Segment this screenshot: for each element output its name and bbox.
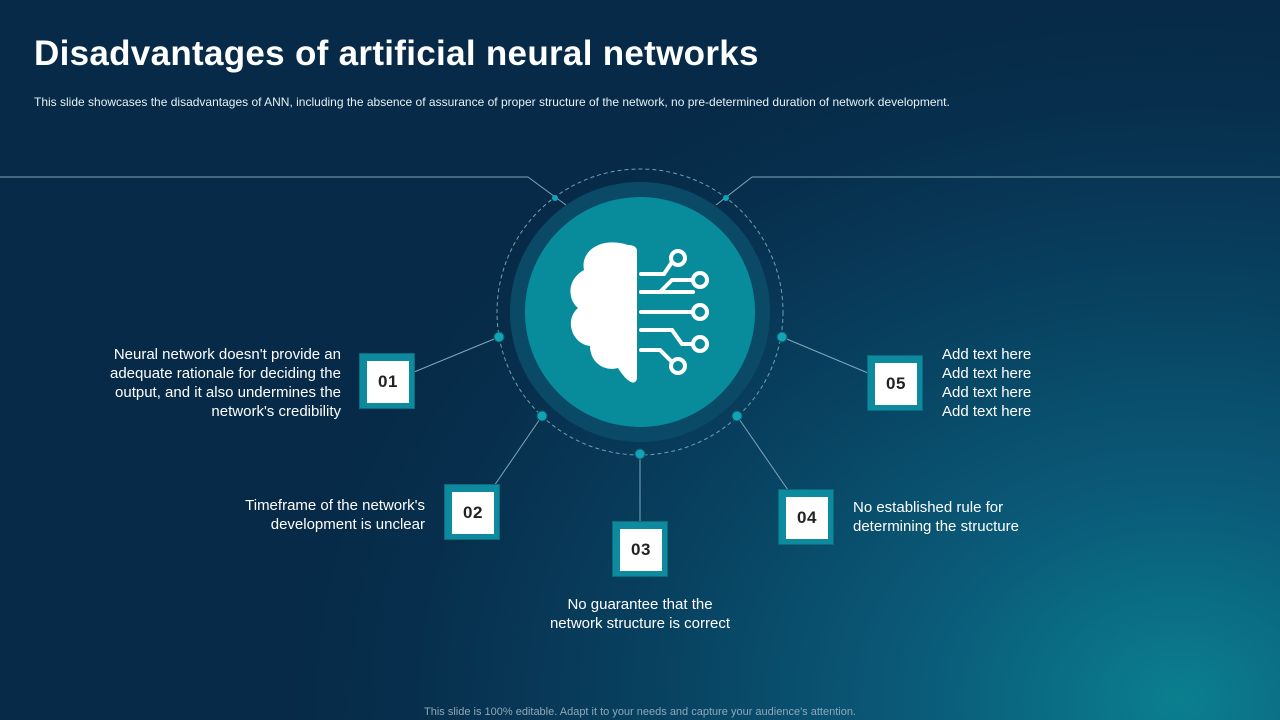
item-05-line-3: Add text here (942, 384, 1032, 401)
number-box-01: 01 (359, 353, 415, 409)
item-05-line-2: Add text here (942, 365, 1032, 382)
number-box-05: 05 (867, 355, 923, 411)
item-04-line-1: No established rule for (853, 499, 1004, 516)
brain-circuit-icon (570, 242, 637, 383)
item-text-01: Neural network doesn't provide an adequa… (41, 345, 341, 421)
item-03-line-1: No guarantee that the (567, 596, 713, 613)
number-label-01: 01 (367, 361, 409, 403)
item-text-03: No guarantee that the network structure … (510, 595, 770, 633)
number-label-05: 05 (875, 363, 917, 405)
item-01-line-4: network's credibility (211, 403, 341, 420)
number-label-04: 04 (786, 497, 828, 539)
item-text-04: No established rule for determining the … (853, 498, 1113, 536)
item-04-line-2: determining the structure (853, 518, 1019, 535)
item-02-line-2: development is unclear (270, 516, 425, 533)
number-box-04: 04 (778, 489, 834, 545)
top-left-diagonal (527, 176, 567, 206)
number-box-02: 02 (444, 484, 500, 540)
item-05-line-1: Add text here (942, 346, 1032, 363)
item-03-line-2: network structure is correct (549, 615, 731, 632)
slide-subtitle: This slide showcases the disadvantages o… (34, 95, 950, 109)
item-text-05: Add text here Add text here Add text her… (942, 345, 1142, 421)
number-label-02: 02 (452, 492, 494, 534)
slide-title: Disadvantages of artificial neural netwo… (34, 34, 759, 73)
number-label-03: 03 (620, 529, 662, 571)
brain-circuit-lines (639, 249, 709, 375)
item-01-line-1: Neural network doesn't provide an (113, 346, 341, 363)
item-01-line-2: adequate rationale for deciding the (109, 365, 341, 382)
top-right-diagonal (715, 176, 753, 206)
number-box-03: 03 (612, 521, 668, 577)
item-01-line-3: output, and it also undermines the (115, 384, 341, 401)
footer-note: This slide is 100% editable. Adapt it to… (424, 706, 856, 718)
item-05-line-4: Add text here (942, 403, 1032, 420)
item-text-02: Timeframe of the network's development i… (165, 496, 425, 534)
item-02-line-1: Timeframe of the network's (245, 497, 425, 514)
